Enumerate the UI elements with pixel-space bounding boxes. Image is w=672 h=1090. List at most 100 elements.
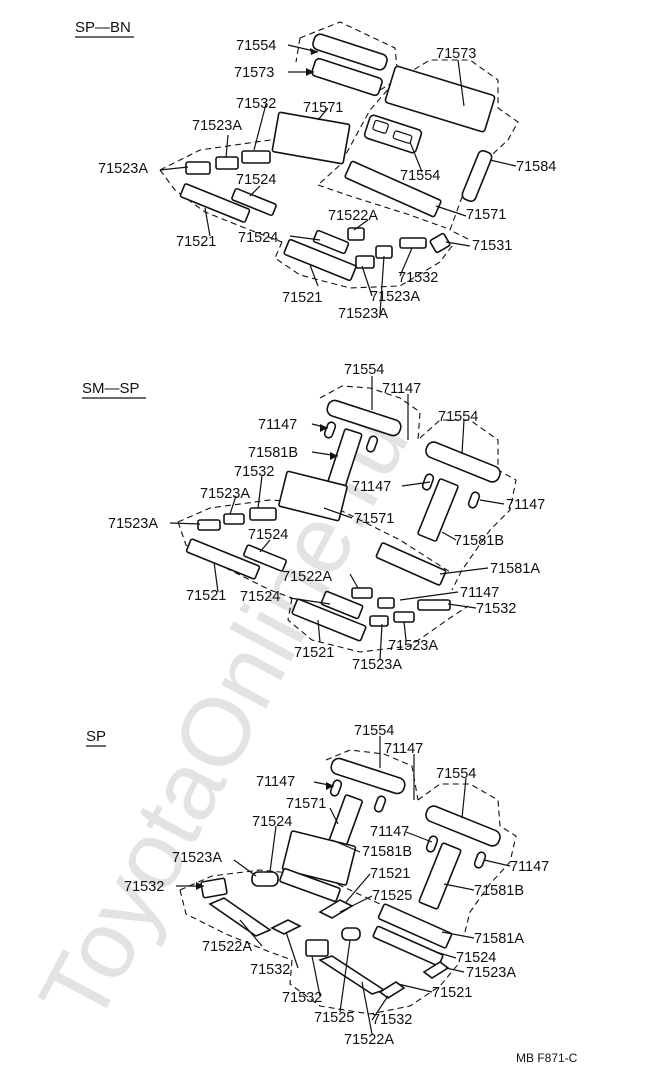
section-title-sm-sp: SM—SP [82,380,140,397]
pad-71571-c [278,470,348,522]
part-label: 71523A [172,850,222,866]
part-label: 71571 [354,511,394,527]
pad-71525-b [341,927,361,941]
pad-71554-d [425,441,501,483]
pad-71554-f [425,805,501,847]
part-label: 71554 [344,362,384,378]
pad-71524-a [231,187,277,217]
part-label: 71523A [338,306,388,322]
part-label: 71523A [388,638,438,654]
part-label: 71571 [466,207,506,223]
part-label: 71524 [238,230,278,246]
pad-small-row1 [185,150,271,175]
pad-71524-d [320,590,364,620]
pad-71521-a [179,183,251,223]
part-label: 71581A [474,931,524,947]
part-label: 71532 [476,601,516,617]
part-label: 71554 [354,723,394,739]
pad-71554-b [363,114,423,154]
part-label: 71521 [282,290,322,306]
part-label: 71523A [192,118,242,134]
part-label: 71525 [314,1010,354,1026]
pad-small-row3 [197,507,277,531]
clip-71147-e [329,779,343,797]
part-label: 71584 [516,159,556,175]
part-label: 71522A [282,569,332,585]
clip-71147-d [467,491,481,509]
pad-small-row2 [347,227,451,269]
part-label: 71573 [436,46,476,62]
section-title-sp-bn: SP—BN [75,19,131,36]
pad-71584 [461,149,493,203]
pad-71573-b [384,65,496,133]
part-label: 71581B [454,533,504,549]
pad-71571-d [281,830,357,886]
part-label: 71554 [438,409,478,425]
pad-71522A-b [318,955,386,995]
part-label: 71581B [248,445,298,461]
part-label: 71532 [372,1012,412,1028]
part-label: 71147 [506,497,545,513]
pad-small-row4 [351,587,451,627]
part-label: 71524 [252,814,292,830]
clip-71147-f [373,795,387,813]
clip-71147-h [473,851,487,869]
part-label: 71147 [382,381,421,397]
part-label: 71581B [474,883,524,899]
part-label: 71147 [460,585,499,601]
part-label: 71147 [352,479,391,495]
pad-71581B-d [418,842,462,910]
pad-71554-a [312,33,388,71]
part-label: 71522A [328,208,378,224]
section-sm-sp: SM—SP [82,362,545,673]
pad-71554-c [326,399,402,437]
part-label: 71532 [236,96,276,112]
part-label: 71522A [202,939,252,955]
part-label: 71532 [124,879,164,895]
pad-71521-c [185,538,261,580]
section-title-sp: SP [86,728,106,745]
part-label: 71532 [234,464,274,480]
part-label: 71581A [490,561,540,577]
part-label: 71571 [303,100,343,116]
pad-71581A [375,542,447,586]
part-label: 71531 [472,238,512,254]
pad-71525-a [279,867,341,903]
pad-71532-b [270,919,302,935]
part-label: 71521 [186,588,226,604]
part-label: 71521 [176,234,216,250]
pad-71523A-a [251,871,279,887]
pad-71524-c [243,544,287,572]
clip-71147-b [365,435,379,453]
part-label: 71573 [234,65,274,81]
part-label: 71147 [510,859,549,875]
part-label: 71571 [286,796,326,812]
part-label: 71147 [258,417,297,433]
pad-71523A-b [422,961,450,979]
part-label: 71532 [398,270,438,286]
part-label: 71147 [256,774,295,790]
part-label: 71523A [370,289,420,305]
part-label: 71554 [436,766,476,782]
section-sp-bn: SP—BN [75,19,556,322]
part-label: 71524 [248,527,288,543]
part-label: 71522A [344,1032,394,1048]
diagram-code: MB F871-C [516,1051,578,1065]
pad-71524-b [312,229,350,255]
pad-71521-d [291,598,367,642]
pad-71524-e [372,925,444,967]
part-label: 71532 [282,990,322,1006]
section-sp: SP [86,723,549,1048]
pad-71521-b [283,238,357,282]
part-label: 71147 [384,741,423,757]
pad-71571-a [271,111,351,165]
part-label: 71581B [362,844,412,860]
part-label: 71147 [370,824,409,840]
part-label: 71523A [98,161,148,177]
pad-71532-a [200,877,228,899]
clip-71147-g [425,835,439,853]
part-label: 71523A [352,657,402,673]
pad-71554-e [330,757,406,795]
part-label: 71554 [236,38,276,54]
